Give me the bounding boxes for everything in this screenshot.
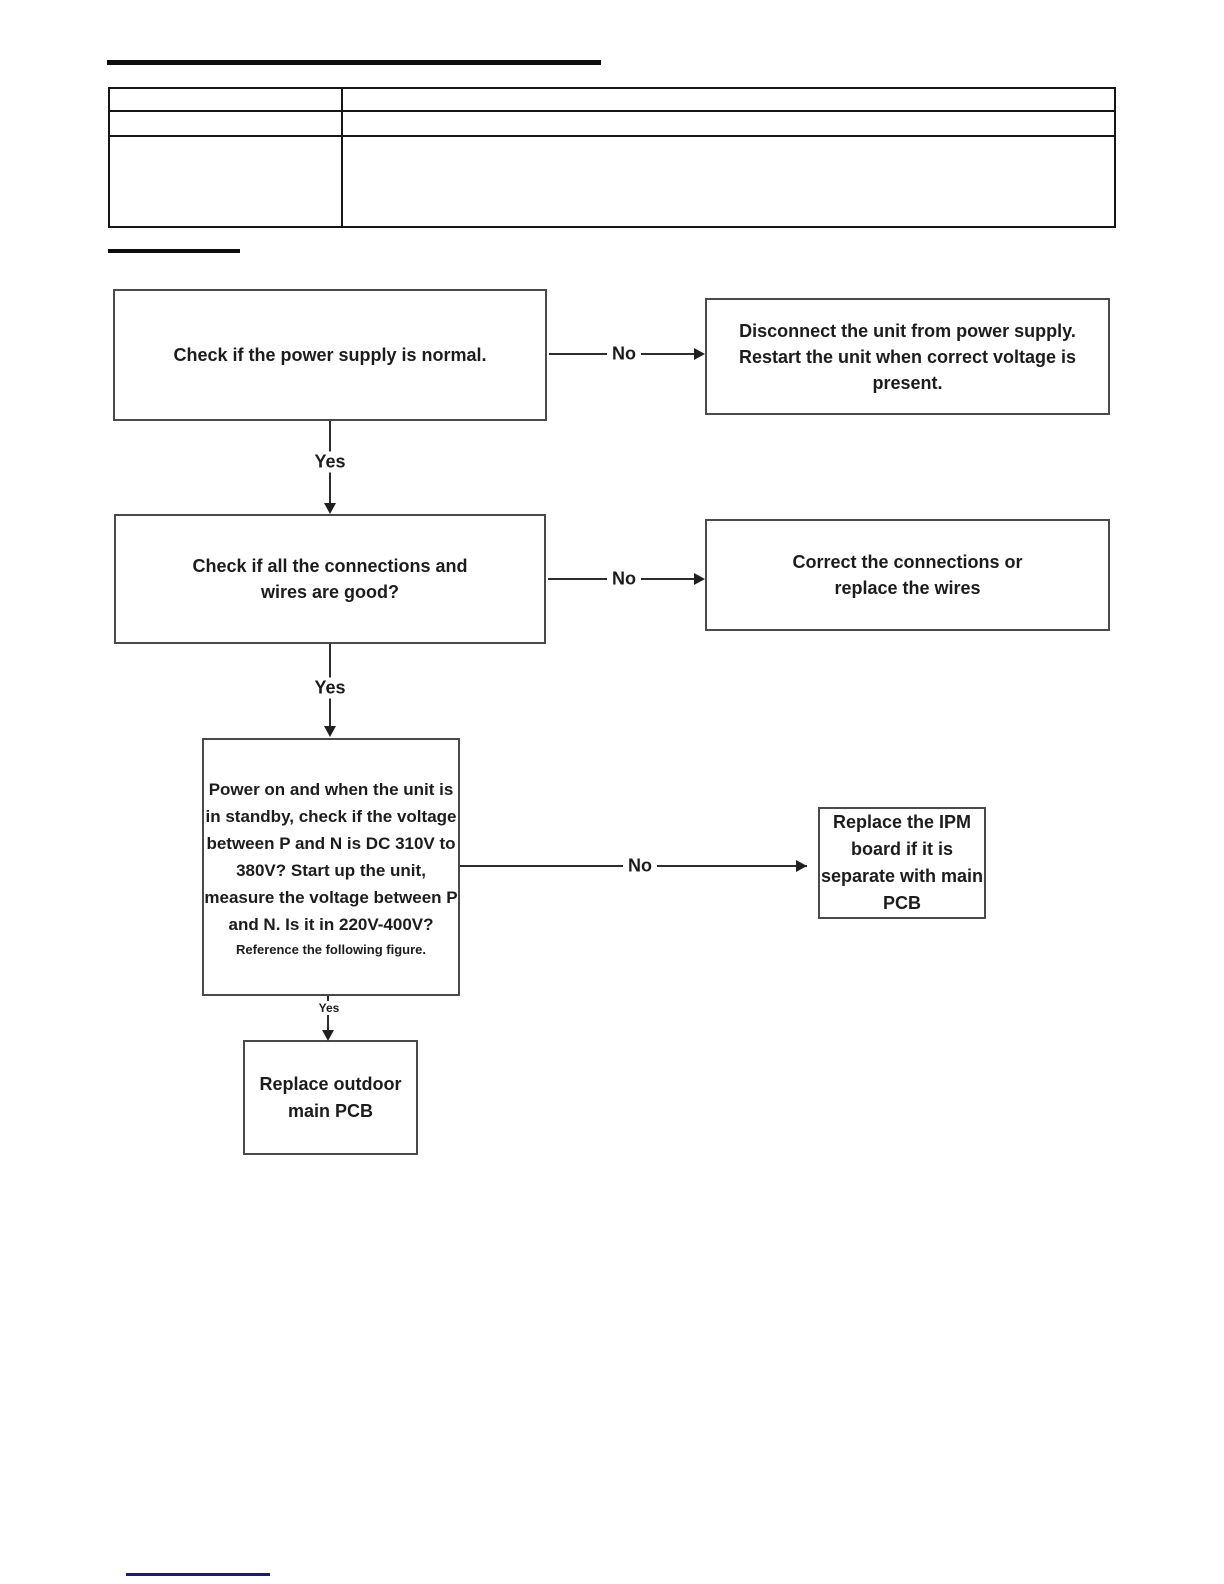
flow-node-text: Replace outdoor main PCB	[259, 1073, 402, 1121]
table-cell	[341, 87, 1116, 112]
info-table	[108, 87, 1116, 228]
section-heading-rule	[107, 60, 601, 65]
flow-node-disconnect-unit: Disconnect the unit from power supply. R…	[705, 298, 1110, 415]
flow-node-text: Correct the connections or replace the w…	[792, 552, 1023, 598]
flow-node-check-power-supply: Check if the power supply is normal.	[113, 289, 547, 421]
edge-label-yes: Yes	[309, 451, 351, 473]
arrowhead-right-icon	[694, 573, 705, 585]
arrowhead-right-icon	[796, 860, 807, 872]
table-cell	[108, 87, 343, 112]
arrowhead-down-icon	[322, 1030, 334, 1041]
subsection-heading-rule	[108, 249, 240, 253]
edge-label-no: No	[623, 855, 657, 877]
flow-node-text: Check if all the connections and wires a…	[192, 556, 468, 602]
flow-node-correct-connections: Correct the connections or replace the w…	[705, 519, 1110, 631]
flow-node-text: Disconnect the unit from power supply. R…	[738, 320, 1077, 393]
flow-node-replace-ipm-board: Replace the IPM board if it is separate …	[818, 807, 986, 919]
flow-node-note: Reference the following figure.	[236, 942, 426, 957]
edge-label-no: No	[607, 343, 641, 365]
table-cell	[341, 110, 1116, 137]
footer-link-rule	[126, 1573, 270, 1576]
arrowhead-down-icon	[324, 726, 336, 737]
table-cell	[108, 110, 343, 137]
arrowhead-down-icon	[324, 503, 336, 514]
flow-node-check-connections: Check if all the connections and wires a…	[114, 514, 546, 644]
flow-node-text: Check if the power supply is normal.	[173, 345, 487, 365]
edge-label-yes: Yes	[315, 1001, 343, 1015]
table-cell	[108, 135, 343, 228]
edge-label-yes: Yes	[309, 677, 351, 699]
flow-node-check-voltage: Power on and when the unit is in standby…	[202, 738, 460, 996]
flow-node-text: Replace the IPM board if it is separate …	[820, 812, 984, 913]
flow-node-text: Power on and when the unit is in standby…	[204, 780, 458, 934]
edge-label-no: No	[607, 568, 641, 590]
flow-node-replace-main-pcb: Replace outdoor main PCB	[243, 1040, 418, 1155]
arrowhead-right-icon	[694, 348, 705, 360]
table-cell	[341, 135, 1116, 228]
